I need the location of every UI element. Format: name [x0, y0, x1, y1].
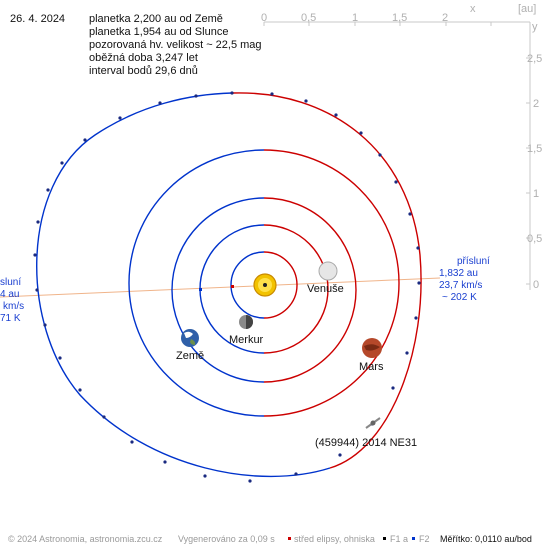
y-axis-ticks: [526, 57, 530, 285]
legend-f1-marker: [383, 537, 386, 540]
venus-label: Venuše: [307, 283, 344, 295]
mercury-icon: [239, 315, 253, 329]
perihelion-label: přísluní: [457, 256, 490, 267]
asteroid-icon: [365, 417, 381, 429]
x-tick-3: 1,5: [392, 12, 407, 24]
info-line-4: oběžná doba 3,247 let: [89, 52, 198, 64]
date-label: 26. 4. 2024: [10, 13, 65, 25]
scale-text: Měřítko: 0,0110 au/bod: [440, 534, 532, 544]
aphelion-speed: km/s: [3, 301, 24, 312]
y-tick-5: 0: [533, 279, 539, 291]
ellipse-center-marker: [231, 285, 234, 288]
y-tick-2: 1,5: [527, 143, 542, 155]
y-tick-0: 2,5: [527, 53, 542, 65]
aphelion-temperature: 71 K: [0, 313, 21, 324]
legend-f2-text: F2: [419, 534, 430, 544]
info-line-2: planetka 1,954 au od Slunce: [89, 26, 228, 38]
focus-f2-marker: [199, 288, 202, 291]
venus-icon: [318, 261, 338, 281]
y-tick-1: 2: [533, 98, 539, 110]
perihelion-temperature: ~ 202 K: [442, 292, 477, 303]
mars-icon: [362, 338, 382, 358]
perihelion-distance: 1,832 au: [439, 268, 478, 279]
earth-icon: [181, 329, 199, 347]
copyright-text: © 2024 Astronomia, astronomia.zcu.cz: [8, 534, 163, 544]
apsidal-line: [0, 277, 441, 298]
aphelion-label: sluní: [0, 277, 21, 288]
legend-center-text: střed elipsy, ohniska: [294, 534, 375, 544]
x-axis-ticks: [263, 22, 492, 26]
mars-orbit: [128, 149, 400, 417]
earth-orbit: [171, 197, 357, 383]
x-tick-0: 0: [261, 12, 267, 24]
mercury-label: Merkur: [229, 334, 264, 346]
asteroid-label: (459944) 2014 NE31: [315, 437, 417, 449]
y-tick-4: 0,5: [527, 233, 542, 245]
x-tick-4: 2: [442, 12, 448, 24]
x-axis-label: x: [470, 3, 476, 15]
legend-f2-marker: [412, 537, 415, 540]
x-tick-1: 0,5: [301, 12, 316, 24]
earth-label: Země: [176, 350, 204, 362]
info-line-1: planetka 2,200 au od Země: [89, 13, 223, 25]
generated-text: Vygenerováno za 0,09 s: [178, 534, 275, 544]
axis-unit: [au]: [518, 3, 536, 15]
info-line-5: interval bodů 29,6 dnů: [89, 65, 198, 77]
mars-label: Mars: [359, 361, 384, 373]
aphelion-distance: 4 au: [0, 289, 19, 300]
legend-f1-text: F1 a: [390, 534, 408, 544]
sun-icon: [253, 273, 277, 297]
y-axis-label: y: [532, 21, 538, 33]
asteroid-orbit: [33, 91, 422, 483]
info-line-3: pozorovaná hv. velikost ~ 22,5 mag: [89, 39, 262, 51]
x-tick-2: 1: [352, 12, 358, 24]
legend-center-marker: [288, 537, 291, 540]
y-tick-3: 1: [533, 188, 539, 200]
perihelion-speed: 23,7 km/s: [439, 280, 482, 291]
